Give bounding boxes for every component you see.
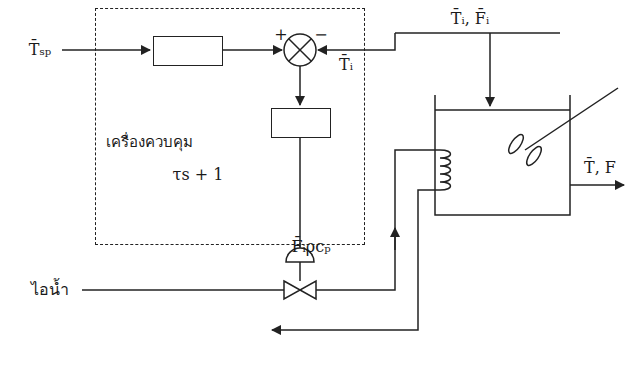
steam-flow-arrow xyxy=(394,228,396,250)
sign-label: − xyxy=(314,25,327,44)
steam-line xyxy=(82,289,284,291)
signal-label: T̄ᵢ xyxy=(339,55,353,74)
junction-cross xyxy=(289,39,312,62)
transfer-function-box: F̄ᵢρcₚ xyxy=(271,108,330,137)
signal-label: T̄ₛₚ xyxy=(29,40,51,59)
tank-wall xyxy=(435,95,570,215)
signal-label: ไอน้ำ xyxy=(31,280,69,299)
control-valve xyxy=(284,281,316,299)
outlet-stream xyxy=(570,184,624,186)
setpoint-signal xyxy=(62,49,150,51)
summing-junction xyxy=(284,34,316,66)
signal-label: T̄, F xyxy=(584,158,616,177)
lead-signal xyxy=(222,49,282,51)
heating-coil xyxy=(440,150,451,190)
steam-line xyxy=(316,150,440,290)
junction-cross xyxy=(289,39,312,62)
liquid-level xyxy=(435,109,570,111)
inlet-measurement xyxy=(318,33,395,50)
stirrer-shaft xyxy=(525,88,618,150)
inlet-stream xyxy=(395,32,560,34)
controller-output xyxy=(299,138,301,248)
controller-label: เครื่องควบคุม xyxy=(106,133,193,151)
condensate-line xyxy=(272,190,440,330)
inlet-feed xyxy=(489,33,491,106)
block-text: F̄ᵢρcₚ xyxy=(291,237,330,256)
valve-stem xyxy=(299,262,301,281)
block-text: τs + 1 xyxy=(173,165,224,184)
stirrer-blade xyxy=(506,132,526,155)
signal-label: T̄ᵢ, F̄ᵢ xyxy=(451,9,489,28)
stirrer-blade xyxy=(524,144,544,167)
sign-label: + xyxy=(274,25,287,44)
error-signal xyxy=(299,66,301,105)
transfer-function-box: τs + 1 xyxy=(153,36,224,65)
